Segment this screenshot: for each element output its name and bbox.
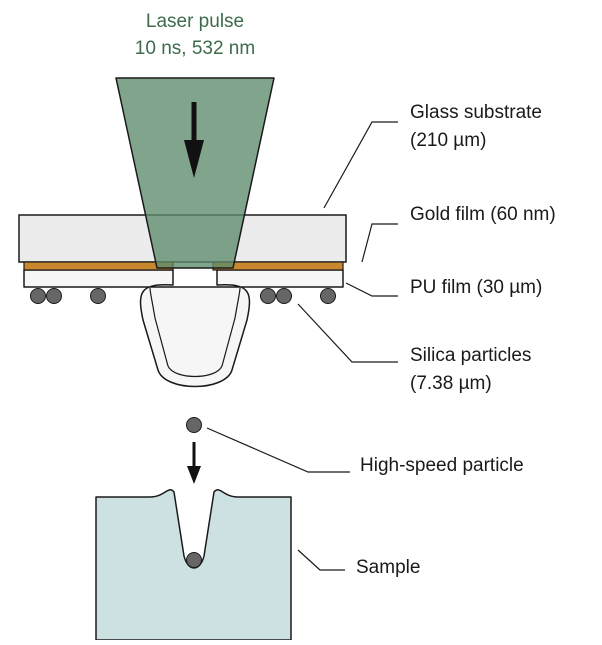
high-speed-particle xyxy=(186,417,202,433)
pu-film xyxy=(23,269,344,388)
glass-label-line1: Glass substrate xyxy=(410,102,542,123)
silica-particle xyxy=(30,288,46,304)
particle-arrow-head xyxy=(187,466,201,484)
laser-label-line2: 10 ns, 532 nm xyxy=(135,38,255,59)
laser-label-line1: Laser pulse xyxy=(146,11,244,32)
leader-glass xyxy=(323,121,398,209)
leader-silica xyxy=(297,303,398,363)
embedded-particle xyxy=(186,552,202,568)
silica-particles xyxy=(30,288,336,304)
pu-label: PU film (30 µm) xyxy=(410,277,542,298)
silica-particle xyxy=(276,288,292,304)
leader-gold xyxy=(361,223,398,263)
leader-pu xyxy=(345,282,398,297)
gold-label: Gold film (60 nm) xyxy=(410,204,556,225)
gold-film-left xyxy=(23,261,174,271)
leader-high-speed xyxy=(206,427,350,473)
leader-sample xyxy=(297,549,345,571)
silica-particle xyxy=(260,288,276,304)
silica-particle xyxy=(46,288,62,304)
silica-particle xyxy=(320,288,336,304)
silica-label-line2: (7.38 µm) xyxy=(410,373,492,394)
silica-label-line1: Silica particles xyxy=(410,345,531,366)
sample-label: Sample xyxy=(356,557,420,578)
pu-bubble-inner xyxy=(149,287,241,377)
laser-arrow-head xyxy=(184,140,204,178)
silica-particle xyxy=(90,288,106,304)
glass-label-line2: (210 µm) xyxy=(410,130,486,151)
high-speed-label: High-speed particle xyxy=(360,455,524,476)
